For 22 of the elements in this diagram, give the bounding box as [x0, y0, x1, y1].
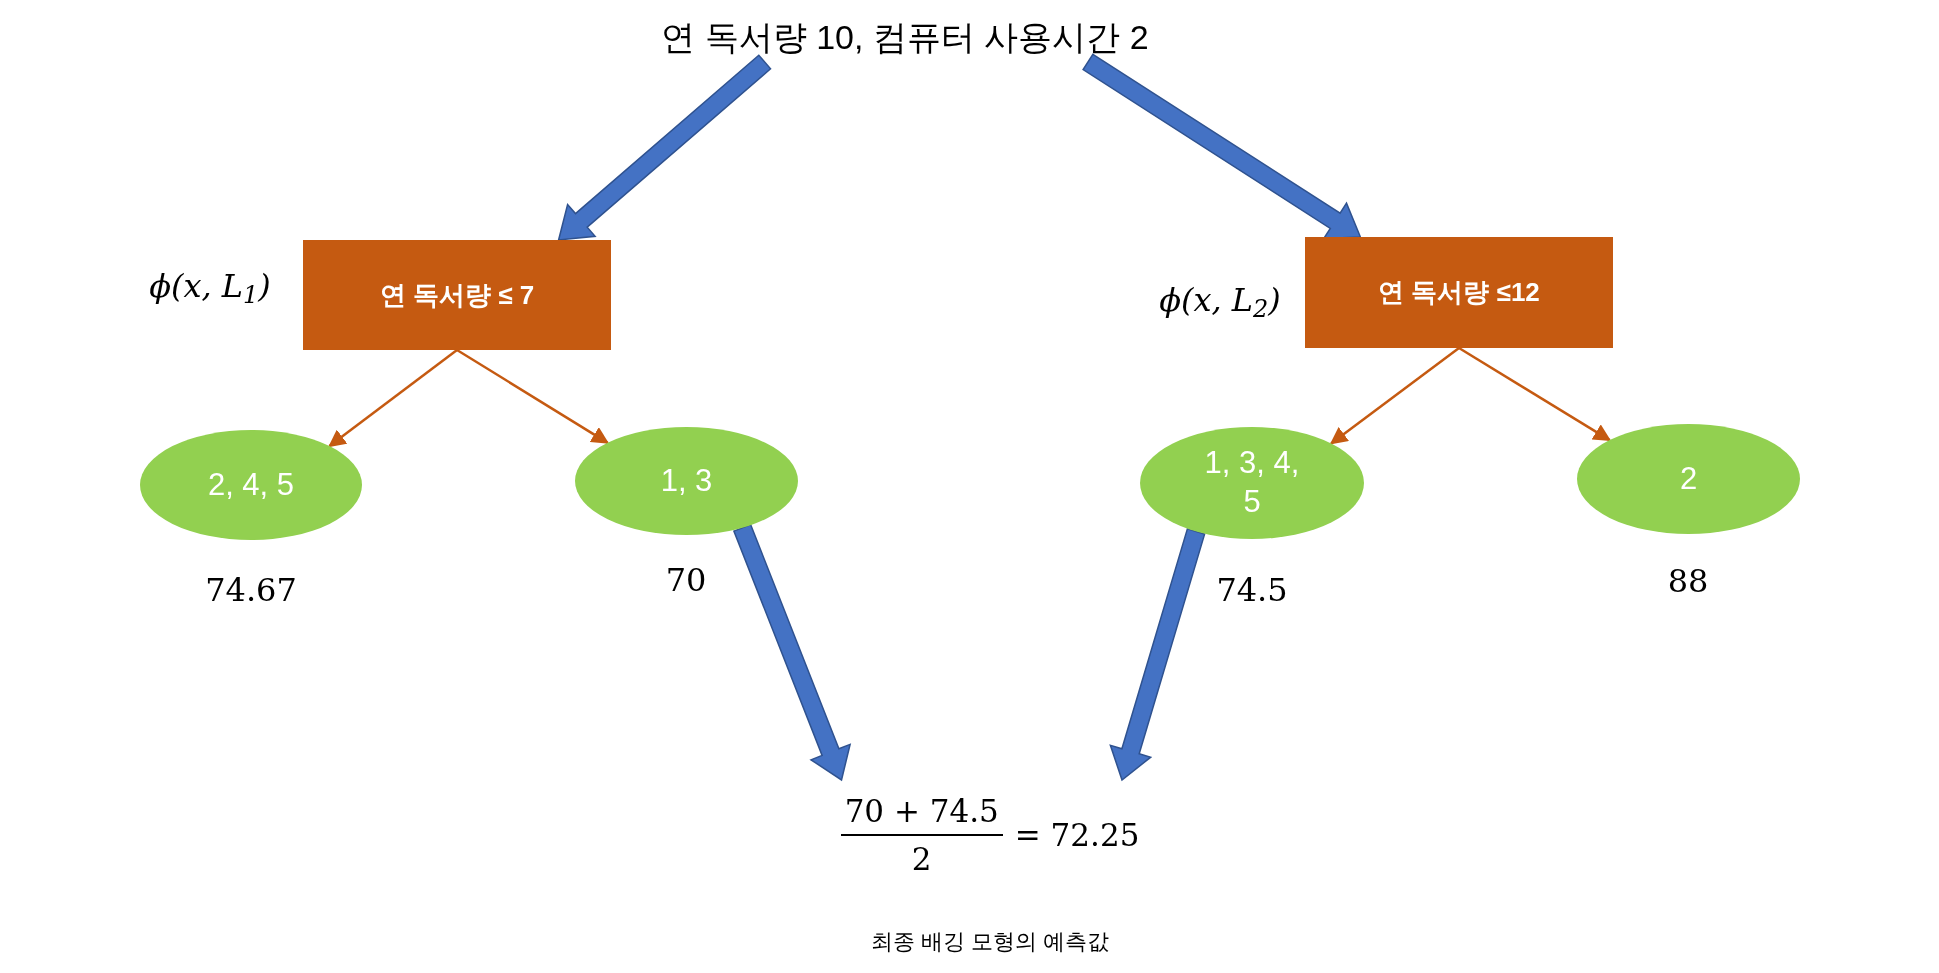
arrow [1329, 347, 1460, 445]
math-label: ϕ(x, L$_{2}$) [1158, 280, 1282, 324]
leaf-ellipse: 1, 3, 4, 5 [1140, 427, 1364, 539]
block-arrow [557, 54, 772, 241]
heading-text: 연 독서량 10, 컴퓨터 사용시간 2 [600, 12, 1210, 62]
caption-text: 최종 배깅 모형의 예측값 [869, 928, 1111, 956]
block-arrow [1082, 53, 1362, 240]
block-arrow [732, 523, 852, 782]
value-label: 74.67 [204, 570, 298, 611]
arrow [456, 348, 610, 444]
arrow [328, 349, 458, 448]
condition-box: 연 독서량 ≤ 7 [303, 240, 611, 350]
value-label: 70 [664, 560, 708, 601]
leaf-ellipse: 2, 4, 5 [140, 430, 362, 540]
leaf-ellipse: 2 [1577, 424, 1800, 534]
value-label: 74.5 [1215, 570, 1289, 611]
leaf-ellipse: 1, 3 [575, 427, 798, 535]
math-label: ϕ(x, L$_{1}$) [148, 266, 272, 310]
arrow [1458, 346, 1612, 442]
block-arrow [1109, 527, 1206, 782]
condition-box: 연 독서량 ≤12 [1305, 237, 1613, 348]
value-label: 88 [1666, 561, 1710, 602]
